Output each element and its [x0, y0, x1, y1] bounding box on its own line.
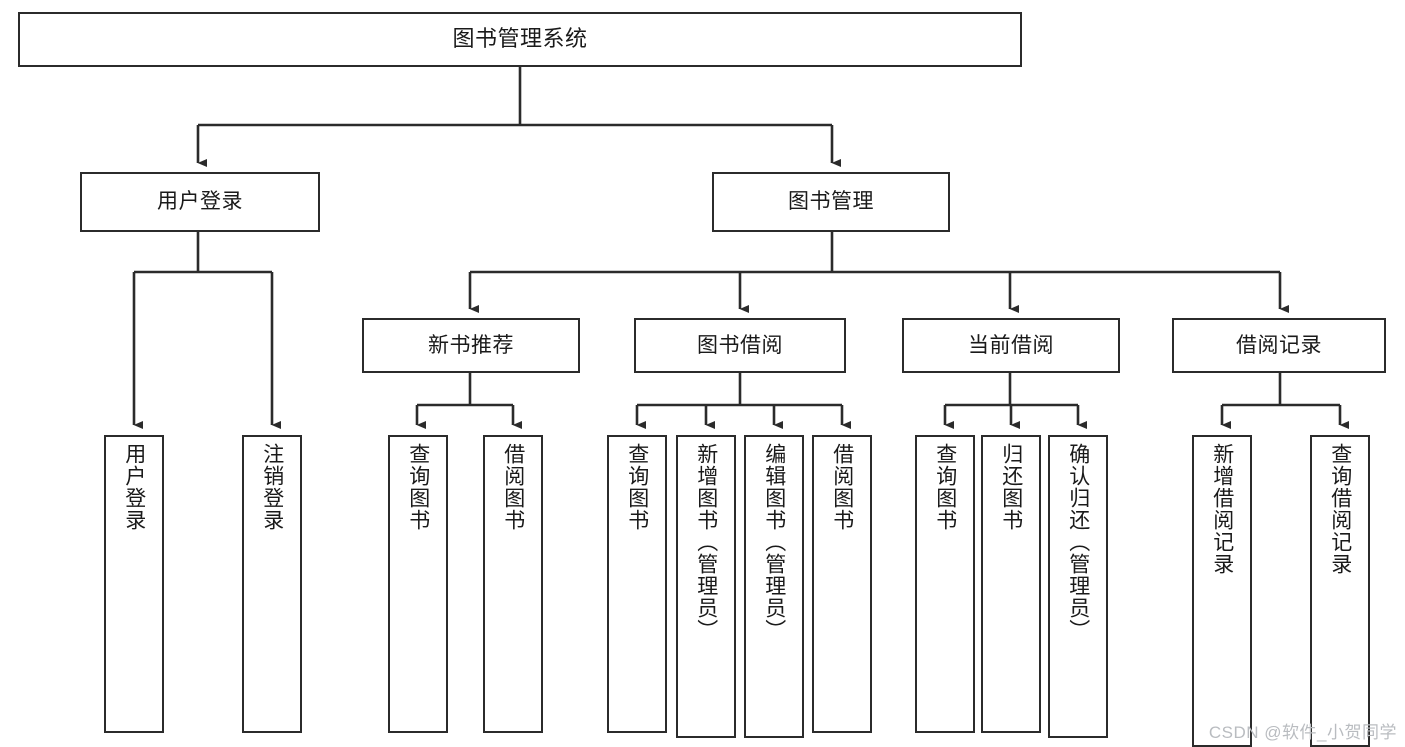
node-leaf-query-book-3-label: 查询图书: [933, 443, 957, 531]
node-leaf-query-record-label: 查询借阅记录: [1328, 443, 1352, 575]
node-book-manage[interactable]: 图书管理: [712, 172, 950, 232]
node-leaf-query-record[interactable]: 查询借阅记录: [1310, 435, 1370, 747]
node-leaf-borrow-book-2-label: 借阅图书: [830, 443, 854, 531]
node-leaf-edit-book[interactable]: 编辑图书（管理员）: [744, 435, 804, 738]
node-leaf-logout-login[interactable]: 注销登录: [242, 435, 302, 733]
node-leaf-add-book-label: 新增图书（管理员）: [694, 443, 718, 641]
node-leaf-user-login-label: 用户登录: [122, 443, 146, 531]
node-book-borrow-label: 图书借阅: [697, 333, 783, 357]
node-leaf-borrow-book-2[interactable]: 借阅图书: [812, 435, 872, 733]
node-leaf-confirm-return[interactable]: 确认归还（管理员）: [1048, 435, 1108, 738]
node-leaf-user-login[interactable]: 用户登录: [104, 435, 164, 733]
node-leaf-query-book-1-label: 查询图书: [406, 443, 430, 531]
node-leaf-borrow-book-1-label: 借阅图书: [501, 443, 525, 531]
node-leaf-return-book[interactable]: 归还图书: [981, 435, 1041, 733]
node-root-system-label: 图书管理系统: [452, 26, 588, 52]
node-leaf-return-book-label: 归还图书: [999, 443, 1023, 531]
node-root-system[interactable]: 图书管理系统: [18, 12, 1022, 67]
node-leaf-query-book-2-label: 查询图书: [625, 443, 649, 531]
node-new-book-recommend[interactable]: 新书推荐: [362, 318, 580, 373]
node-leaf-confirm-return-label: 确认归还（管理员）: [1066, 443, 1090, 641]
node-current-borrow-label: 当前借阅: [968, 333, 1054, 357]
node-leaf-query-book-3[interactable]: 查询图书: [915, 435, 975, 733]
node-user-login-label: 用户登录: [157, 190, 243, 214]
node-leaf-add-record[interactable]: 新增借阅记录: [1192, 435, 1252, 747]
node-user-login[interactable]: 用户登录: [80, 172, 320, 232]
node-borrow-record-label: 借阅记录: [1236, 333, 1322, 357]
node-leaf-query-book-1[interactable]: 查询图书: [388, 435, 448, 733]
node-current-borrow[interactable]: 当前借阅: [902, 318, 1120, 373]
node-leaf-edit-book-label: 编辑图书（管理员）: [762, 443, 786, 641]
node-new-book-recommend-label: 新书推荐: [428, 333, 514, 357]
node-leaf-logout-login-label: 注销登录: [260, 443, 284, 531]
node-leaf-query-book-2[interactable]: 查询图书: [607, 435, 667, 733]
node-book-borrow[interactable]: 图书借阅: [634, 318, 846, 373]
node-book-manage-label: 图书管理: [788, 190, 874, 214]
node-leaf-add-book[interactable]: 新增图书（管理员）: [676, 435, 736, 738]
node-leaf-borrow-book-1[interactable]: 借阅图书: [483, 435, 543, 733]
node-borrow-record[interactable]: 借阅记录: [1172, 318, 1386, 373]
node-leaf-add-record-label: 新增借阅记录: [1210, 443, 1234, 575]
